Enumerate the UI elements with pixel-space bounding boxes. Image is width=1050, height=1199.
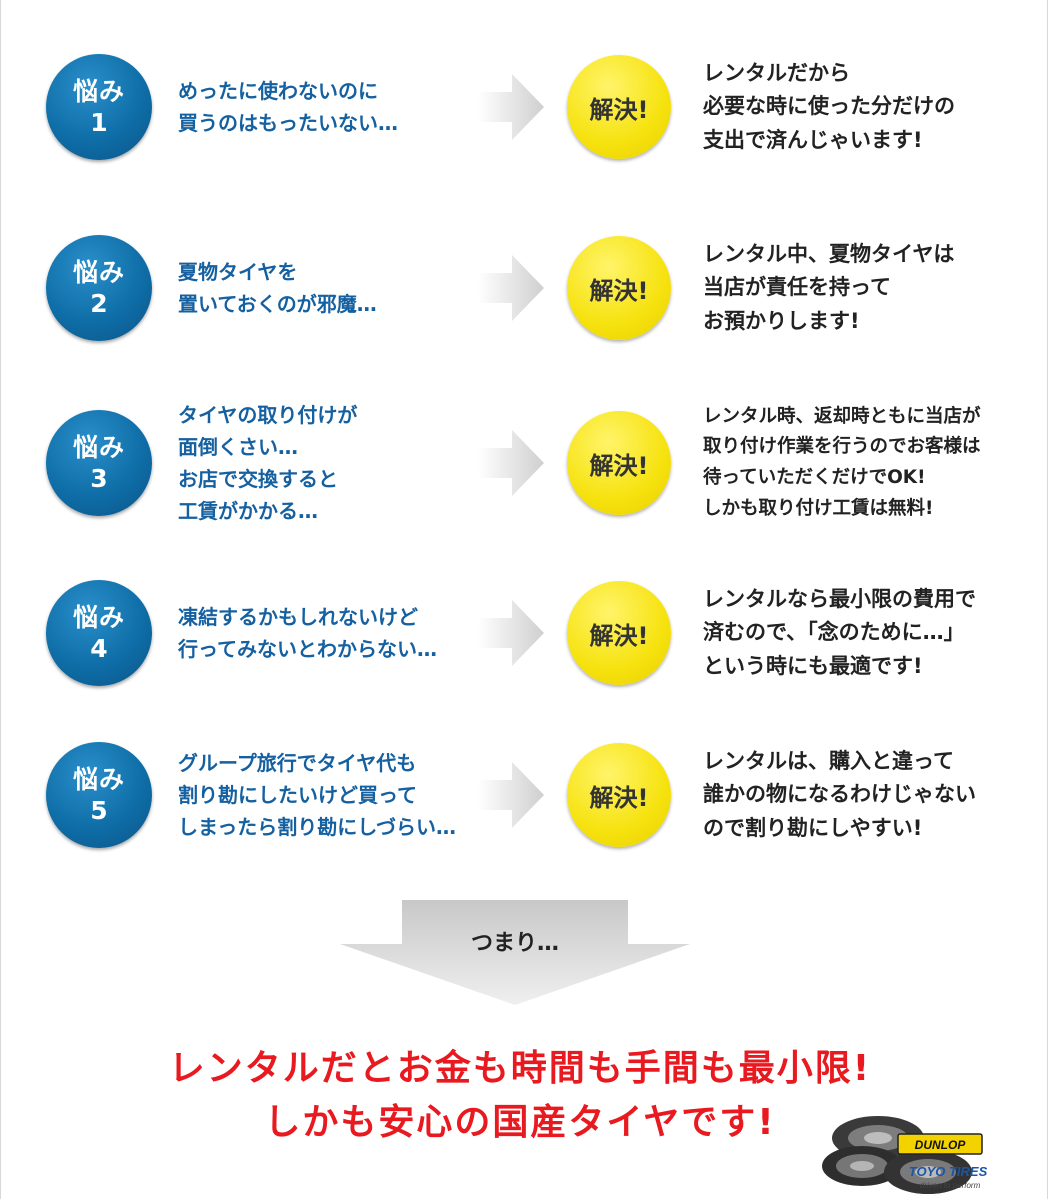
problem-row-4: 悩み 4 凍結するかもしれないけど 行ってみないとわからない… 解決! レンタル… <box>0 580 1050 690</box>
solve-line: ので割り勘にしやすい! <box>703 815 923 840</box>
problem-row-3: 悩み 3 タイヤの取り付けが 面倒くさい… お店で交換すると 工賃がかかる… 解… <box>0 403 1050 523</box>
worry-line: しまったら割り勘にしづらい… <box>178 815 456 839</box>
worry-line: 置いておくのが邪魔… <box>178 292 377 316</box>
solve-label: 解決! <box>589 783 649 812</box>
worry-text: タイヤの取り付けが 面倒くさい… お店で交換すると 工賃がかかる… <box>178 398 478 528</box>
right-arrow-icon <box>478 600 544 666</box>
solve-line: 必要な時に使った分だけの <box>703 94 955 119</box>
solve-line: 待っていただくだけでOK! <box>703 467 926 488</box>
toyo-tagline-text: driven to perform <box>920 1181 981 1190</box>
right-arrow-icon <box>478 255 544 321</box>
worry-line: 割り勘にしたいけど買って <box>178 783 417 807</box>
problem-row-1: 悩み 1 めったに使わないのに 買うのはもったいない… 解決! レンタルだから … <box>0 54 1050 164</box>
worry-number: 4 <box>90 634 108 663</box>
worry-label: 悩み <box>72 76 125 106</box>
solve-line: レンタル時、返却時ともに当店が <box>703 405 981 427</box>
solve-line: 済むので、「念のために…」 <box>703 620 965 645</box>
right-arrow-icon <box>478 430 544 496</box>
problem-row-5: 悩み 5 グループ旅行でタイヤ代も 割り勘にしたいけど買って しまったら割り勘に… <box>0 742 1050 852</box>
worry-label: 悩み <box>72 432 125 462</box>
tires-brand-image: DUNLOP TOYO TIRES driven to perform <box>822 1116 988 1194</box>
problem-row-2: 悩み 2 夏物タイヤを 置いておくのが邪魔… 解決! レンタル中、夏物タイヤは … <box>0 235 1050 345</box>
solve-line: という時にも最適です! <box>703 653 923 678</box>
worry-line: 買うのはもったいない… <box>178 111 398 135</box>
worry-text: 凍結するかもしれないけど 行ってみないとわからない… <box>178 580 478 686</box>
toyo-logo-text: TOYO TIRES <box>909 1164 988 1179</box>
worry-badge: 悩み 4 <box>46 580 152 686</box>
solve-line: 当店が責任を持って <box>703 275 891 300</box>
solve-badge: 解決! <box>567 411 671 515</box>
worry-line: 夏物タイヤを <box>178 260 298 284</box>
worry-line: 行ってみないとわからない… <box>178 637 437 661</box>
worry-text: めったに使わないのに 買うのはもったいない… <box>178 54 478 160</box>
worry-text: 夏物タイヤを 置いておくのが邪魔… <box>178 235 478 341</box>
solve-line: しかも取り付け工賃は無料! <box>703 497 934 519</box>
solve-text: レンタル時、返却時ともに当店が 取り付け作業を行うのでお客様は 待っていただくだ… <box>703 396 1043 530</box>
right-arrow-icon <box>478 762 544 828</box>
solve-badge: 解決! <box>567 743 671 847</box>
solve-line: お預かりします! <box>703 308 860 333</box>
solve-text: レンタル中、夏物タイヤは 当店が責任を持って お預かりします! <box>703 227 1043 349</box>
conclusion-text: レンタルだとお金も時間も手間も最小限! しかも安心の国産タイヤです! <box>0 1042 1040 1150</box>
worry-badge: 悩み 1 <box>46 54 152 160</box>
down-arrow-icon <box>340 900 690 1005</box>
worry-badge: 悩み 3 <box>46 410 152 516</box>
solve-text: レンタルだから 必要な時に使った分だけの 支出で済んじゃいます! <box>703 46 1043 168</box>
worry-number: 3 <box>90 464 108 493</box>
worry-line: 工賃がかかる… <box>178 499 318 523</box>
solve-line: レンタルなら最小限の費用で <box>703 587 976 612</box>
solve-line: レンタル中、夏物タイヤは <box>703 242 955 267</box>
conclusion-line: しかも安心の国産タイヤです! <box>264 1102 776 1143</box>
solve-line: レンタルだから <box>703 61 850 86</box>
worry-label: 悩み <box>72 602 125 632</box>
solve-label: 解決! <box>589 621 649 650</box>
solve-line: レンタルは、購入と違って <box>703 749 954 774</box>
solve-line: 支出で済んじゃいます! <box>703 127 923 152</box>
conclusion-line: レンタルだとお金も時間も手間も最小限! <box>168 1048 872 1089</box>
solve-text: レンタルなら最小限の費用で 済むので、「念のために…」 という時にも最適です! <box>703 572 1043 694</box>
solve-label: 解決! <box>589 276 649 305</box>
worry-badge: 悩み 5 <box>46 742 152 848</box>
solve-badge: 解決! <box>567 581 671 685</box>
worry-line: タイヤの取り付けが <box>178 403 358 427</box>
worry-number: 1 <box>90 108 108 137</box>
solve-line: 取り付け作業を行うのでお客様は <box>703 436 981 458</box>
worry-number: 5 <box>90 796 108 825</box>
solve-badge: 解決! <box>567 236 671 340</box>
tsumari-label: つまり… <box>470 931 559 956</box>
solve-label: 解決! <box>589 451 649 480</box>
worry-line: グループ旅行でタイヤ代も <box>178 751 417 775</box>
worry-line: めったに使わないのに <box>178 79 378 103</box>
solve-line: 誰かの物になるわけじゃない <box>703 782 976 807</box>
solve-text: レンタルは、購入と違って 誰かの物になるわけじゃない ので割り勘にしやすい! <box>703 734 1043 856</box>
right-arrow-icon <box>478 74 544 140</box>
worry-label: 悩み <box>72 764 125 794</box>
worry-line: 面倒くさい… <box>178 435 298 459</box>
worry-number: 2 <box>90 289 108 318</box>
solve-label: 解決! <box>589 95 649 124</box>
worry-line: 凍結するかもしれないけど <box>178 605 418 629</box>
worry-line: お店で交換すると <box>178 467 338 491</box>
solve-badge: 解決! <box>567 55 671 159</box>
dunlop-logo-text: DUNLOP <box>915 1138 967 1152</box>
worry-badge: 悩み 2 <box>46 235 152 341</box>
worry-text: グループ旅行でタイヤ代も 割り勘にしたいけど買って しまったら割り勘にしづらい… <box>178 742 478 848</box>
worry-label: 悩み <box>72 257 125 287</box>
